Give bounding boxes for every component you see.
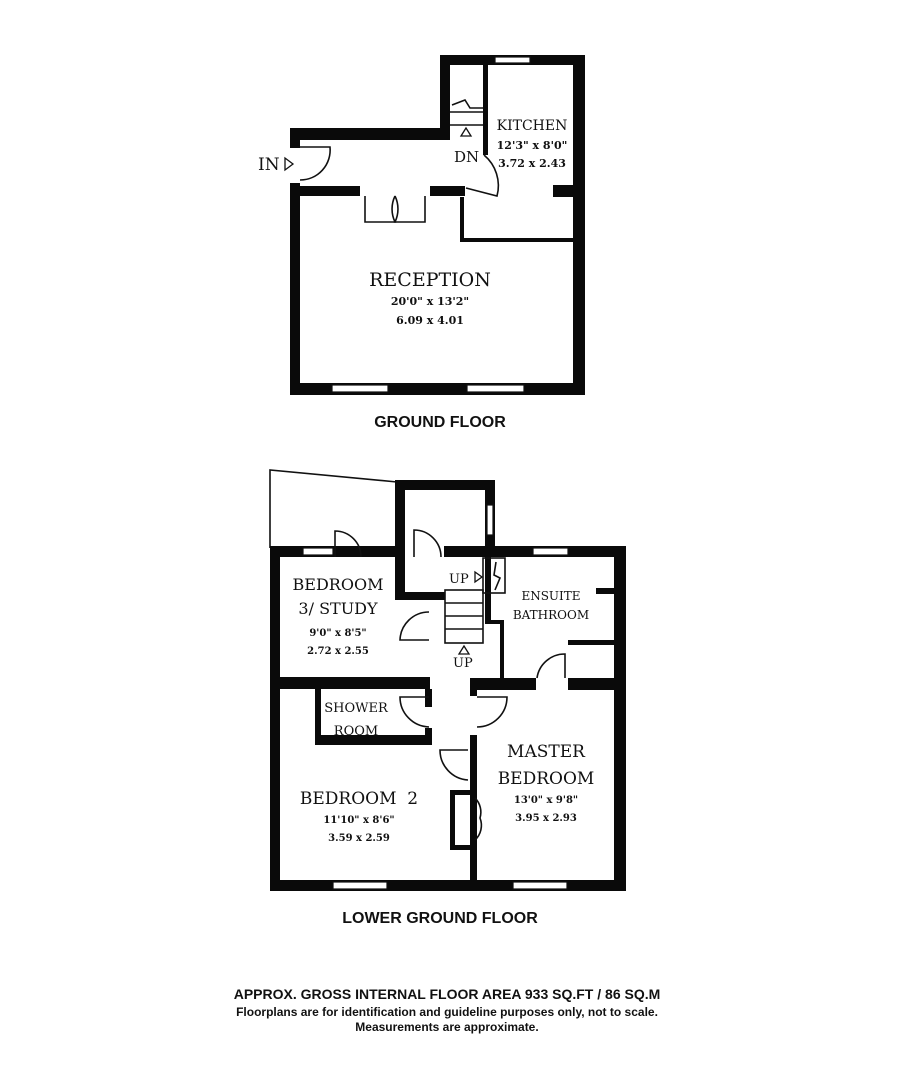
kitchen-imperial: 12'3" x 8'0" — [497, 139, 568, 152]
windows — [302, 504, 569, 890]
kitchen-metric: 3.72 x 2.43 — [498, 157, 566, 170]
ensuite-name-2: BATHROOM — [513, 608, 589, 622]
stairs — [444, 557, 506, 655]
walls — [269, 469, 626, 891]
shower-room-name-2: ROOM — [334, 724, 378, 739]
stairs — [450, 99, 483, 137]
stairs-up-arrow-icon — [474, 570, 484, 584]
doors — [334, 529, 566, 841]
stairs-down-label: DN — [454, 148, 479, 166]
floor-area: APPROX. GROSS INTERNAL FLOOR AREA 933 SQ… — [234, 986, 661, 1002]
bedroom2-metric: 3.59 x 2.59 — [328, 833, 390, 844]
master-bedroom-imperial: 13'0" x 9'8" — [514, 795, 578, 806]
master-bedroom-metric: 3.95 x 2.93 — [515, 813, 577, 824]
master-bedroom-name-2: BEDROOM — [498, 769, 595, 789]
stairs-arrow-icon — [459, 126, 473, 137]
ground-floor-title: GROUND FLOOR — [374, 414, 506, 431]
bedroom2-imperial: 11'10" x 8'6" — [323, 815, 394, 826]
disclaimer-line-1: Floorplans are for identification and gu… — [236, 1005, 658, 1019]
master-bedroom-name-1: MASTER — [507, 742, 586, 762]
reception-imperial: 20'0" x 13'2" — [391, 295, 469, 308]
doors — [299, 146, 500, 223]
stairs-up-label: UP — [449, 572, 469, 587]
footer: APPROX. GROSS INTERNAL FLOOR AREA 933 SQ… — [234, 986, 661, 1034]
lower-ground-floor-title: LOWER GROUND FLOOR — [342, 910, 538, 927]
entrance-label: IN — [258, 155, 280, 175]
stairs-up-arrow-icon — [457, 644, 471, 655]
kitchen-name: KITCHEN — [497, 118, 568, 134]
bedroom3-name-2: 3/ STUDY — [298, 599, 378, 618]
reception-metric: 6.09 x 4.01 — [396, 314, 464, 327]
bedroom3-name-1: BEDROOM — [293, 575, 384, 594]
bedroom2-name: BEDROOM 2 — [300, 789, 418, 809]
bedroom3-metric: 2.72 x 2.55 — [307, 646, 369, 657]
bedroom3-imperial: 9'0" x 8'5" — [309, 628, 366, 639]
ground-floor-plan: IN DN KITCHEN 12'3" x 8'0" 3.72 x 2.43 R… — [258, 55, 585, 431]
lower-ground-floor-plan: UP UP BEDROOM 3/ STUDY 9'0" x 8'5" 2.72 … — [269, 469, 626, 927]
windows — [331, 56, 531, 393]
stairs-up-label-2: UP — [453, 656, 473, 671]
ensuite-name-1: ENSUITE — [521, 589, 580, 603]
disclaimer-line-2: Measurements are approximate. — [355, 1020, 538, 1034]
walls — [290, 55, 585, 395]
shower-room-name-1: SHOWER — [324, 701, 389, 716]
entrance-arrow-icon — [284, 156, 295, 172]
reception-name: RECEPTION — [369, 269, 491, 291]
